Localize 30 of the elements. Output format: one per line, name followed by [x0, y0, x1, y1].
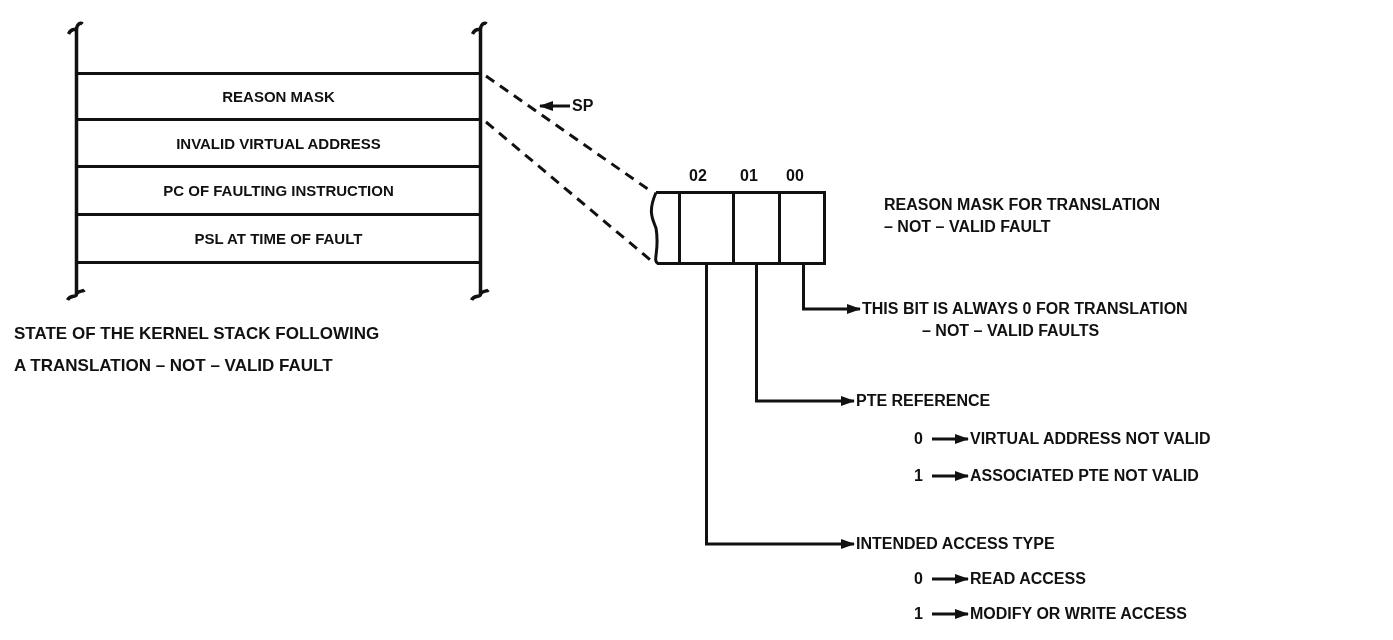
annotation-text: PTE REFERENCE	[856, 390, 1036, 412]
bit-number: 02	[688, 166, 708, 186]
stack-entry: INVALID VIRTUAL ADDRESS	[75, 118, 482, 165]
arrow	[539, 101, 570, 111]
annotation-text: SP	[572, 95, 604, 117]
bit-number: 01	[739, 166, 759, 186]
leader-arrow	[755, 265, 855, 406]
annotation-text: 1	[914, 603, 930, 625]
stack-entry: PSL AT TIME OF FAULT	[75, 213, 482, 264]
annotation-text: THIS BIT IS ALWAYS 0 FOR TRANSLATION – NOT – VALID FAULTS	[862, 298, 1200, 342]
bit-number: 00	[785, 166, 805, 186]
stack-entry: REASON MASK	[75, 72, 482, 118]
annotation-text: 0	[914, 428, 930, 450]
annotation-text: ASSOCIATED PTE NOT VALID	[970, 465, 1270, 487]
arrow	[932, 471, 969, 481]
annotation-text: INTENDED ACCESS TYPE	[856, 533, 1076, 555]
annotation-text: MODIFY OR WRITE ACCESS	[970, 603, 1250, 625]
stack-entry: PC OF FAULTING INSTRUCTION	[75, 165, 482, 213]
figure-caption: STATE OF THE KERNEL STACK FOLLOWING A TRANSLATION – NOT – VALID FAULT	[14, 323, 381, 377]
annotation-text: VIRTUAL ADDRESS NOT VALID	[970, 428, 1270, 450]
register-caption: REASON MASK FOR TRANSLATION – NOT – VALID FAULT	[884, 195, 1162, 237]
arrow	[932, 434, 969, 444]
arrow	[932, 609, 969, 619]
annotation-text: 1	[914, 465, 930, 487]
bit-field-register	[648, 191, 826, 265]
leader-arrow	[802, 265, 861, 314]
annotation-text: 0	[914, 568, 930, 590]
annotation-text: READ ACCESS	[970, 568, 1170, 590]
leader-arrow	[705, 265, 855, 549]
arrow	[932, 574, 969, 584]
